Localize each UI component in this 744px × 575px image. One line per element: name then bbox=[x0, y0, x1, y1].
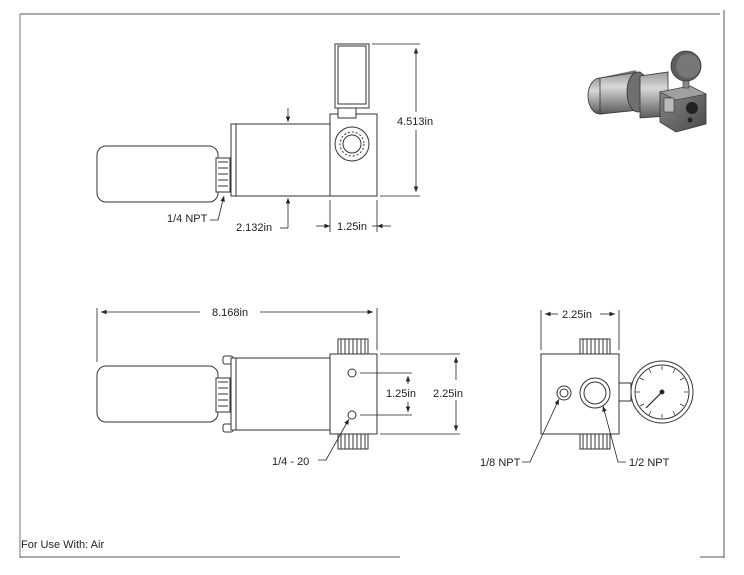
gauge-housing bbox=[334, 43, 370, 109]
use-note: For Use With: Air bbox=[21, 539, 105, 551]
dim-block-height: 2.25in bbox=[433, 388, 463, 400]
mount-hole-upper bbox=[347, 368, 357, 378]
callout-outlet-port: 1/2 NPT bbox=[629, 457, 670, 469]
gauge-needle bbox=[645, 391, 663, 409]
dim-block-width-top: 1.25in bbox=[337, 221, 367, 233]
end-view bbox=[540, 338, 694, 450]
dim-height-overall: 4.513in bbox=[397, 116, 433, 128]
valve-block-front bbox=[329, 353, 378, 435]
dim-port-spacing: 1.25in bbox=[386, 388, 416, 400]
top-view bbox=[96, 43, 378, 203]
callout-mount-thread: 1/4 - 20 bbox=[272, 456, 309, 468]
callout-inlet-thread: 1/4 NPT bbox=[167, 213, 208, 225]
dim-length-overall: 8.168in bbox=[212, 307, 248, 319]
callout-gauge-port: 1/8 NPT bbox=[480, 457, 521, 469]
main-body bbox=[230, 123, 332, 197]
inlet-fitting bbox=[215, 157, 231, 193]
reservoir-bowl-front bbox=[96, 365, 219, 423]
main-body-front bbox=[230, 357, 332, 431]
sheet-border bbox=[19, 10, 725, 558]
dim-block-width-end: 2.25in bbox=[562, 309, 592, 321]
front-dims bbox=[96, 308, 460, 461]
isometric-render bbox=[587, 50, 707, 133]
dim-body-diameter: 2.132in bbox=[236, 222, 272, 234]
reservoir-bowl bbox=[96, 145, 219, 203]
top-dims bbox=[210, 43, 420, 232]
end-dims bbox=[522, 310, 626, 463]
front-view bbox=[96, 338, 378, 450]
mount-hole-lower bbox=[347, 410, 357, 420]
